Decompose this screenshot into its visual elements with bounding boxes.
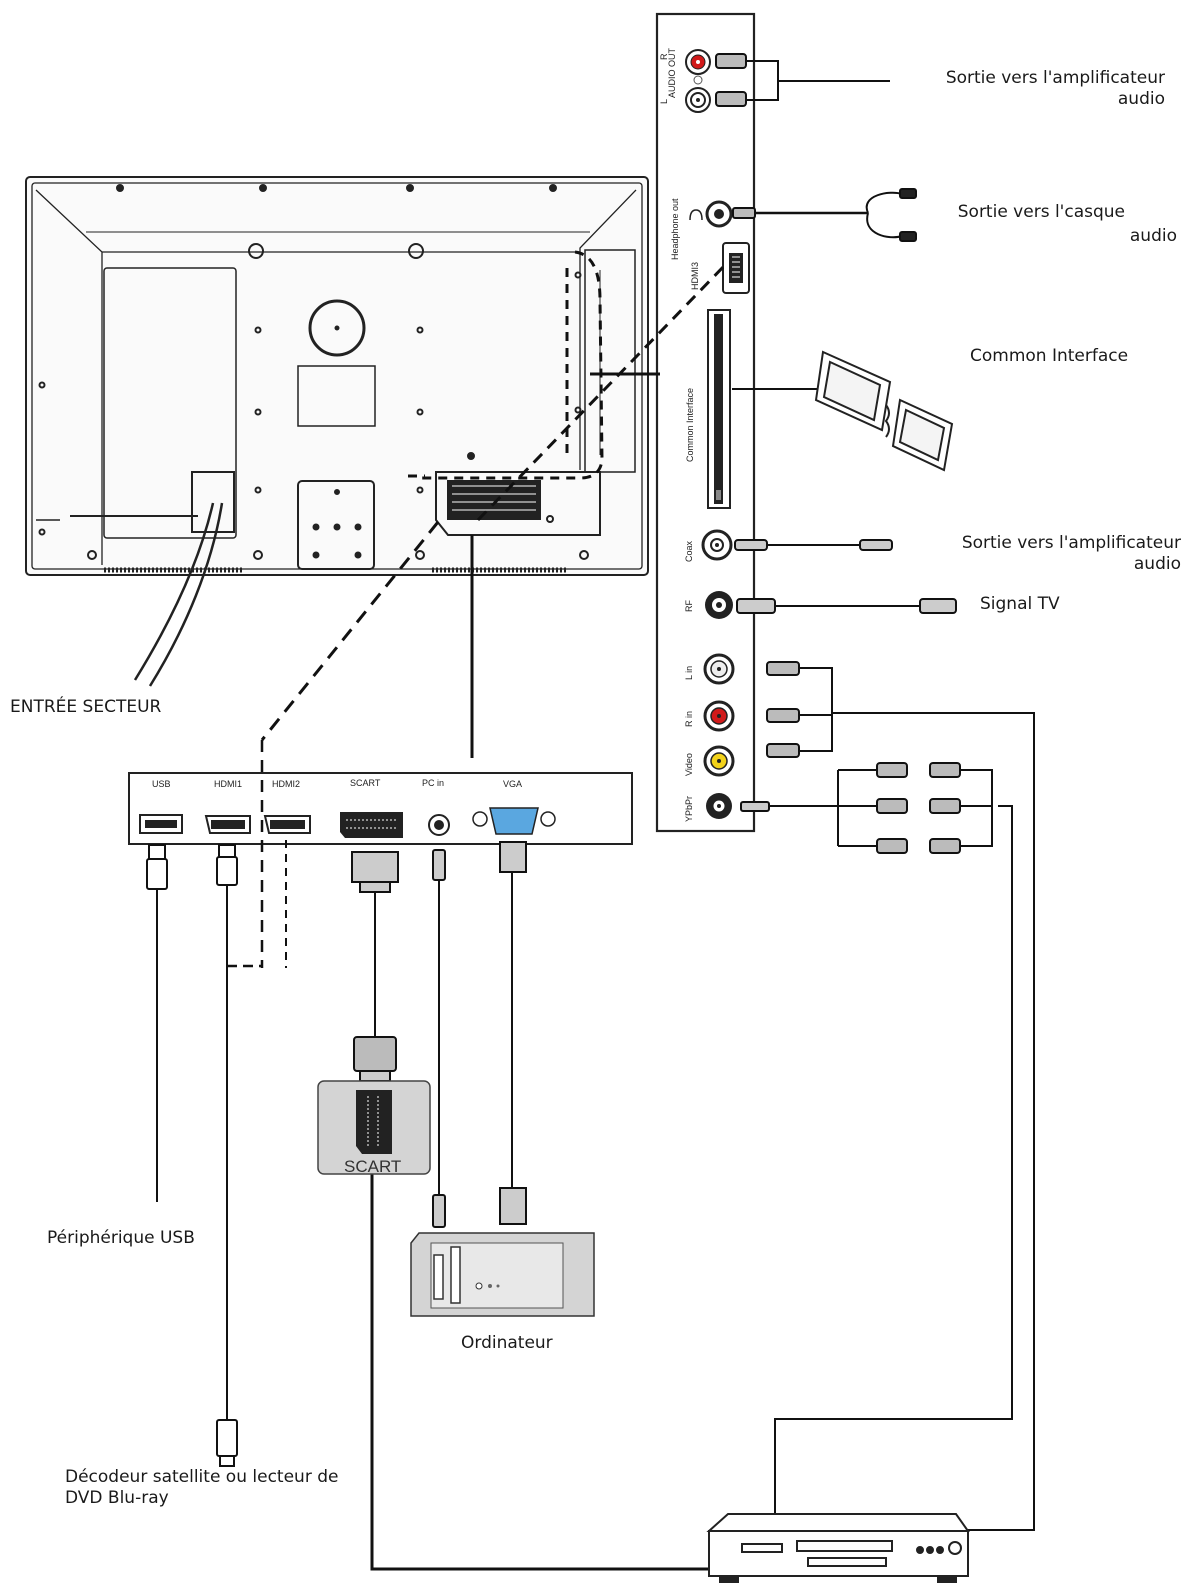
power-cable	[133, 502, 224, 687]
caption-amplifier-top-line1: Sortie vers l'amplificateur	[945, 68, 1165, 88]
tv-back-illustration	[25, 176, 649, 576]
caption-headphone-line2: audio	[1129, 226, 1177, 246]
vga-port	[472, 807, 556, 835]
pc-in-port	[428, 814, 450, 836]
caption-signal-tv: Signal TV	[980, 594, 1060, 614]
label-audio-l: L	[659, 99, 669, 104]
caption-coax-line2: audio	[1133, 554, 1181, 574]
label-l-in: L in	[684, 666, 694, 680]
caption-common-interface: Common Interface	[970, 346, 1129, 366]
common-interface-slot	[707, 309, 731, 509]
label-vga: VGA	[503, 779, 522, 789]
label-common-interface: Common Interface	[685, 388, 695, 462]
label-headphone-out: Headphone out	[670, 198, 680, 260]
dvd-player-illustration	[706, 1513, 970, 1583]
caption-decoder-line2: DVD Blu-ray	[65, 1488, 169, 1508]
label-hdmi1: HDMI1	[214, 779, 242, 789]
caption-computer: Ordinateur	[461, 1333, 553, 1353]
hdmi3-port	[722, 242, 750, 294]
computer-illustration	[410, 1232, 595, 1317]
r-in-port	[703, 700, 735, 732]
label-audio-r: R	[659, 53, 669, 60]
label-scart: SCART	[350, 778, 381, 788]
rf-port	[705, 591, 733, 619]
caption-mains-input: ENTRÉE SECTEUR	[10, 697, 162, 717]
bottom-cables	[146, 841, 709, 1571]
headphone-symbol-icon	[689, 209, 703, 221]
caption-headphone-line1: Sortie vers l'casque	[957, 202, 1125, 222]
scart-adapter-box: SCART	[317, 1080, 431, 1176]
ypbpr-port	[706, 793, 732, 819]
bottom-connector-panel: USB HDMI1 HDMI2 SCART PC in VGA	[128, 772, 633, 845]
caption-decoder: Décodeur satellite ou lecteur de DVD Blu…	[65, 1467, 338, 1509]
label-hdmi2: HDMI2	[272, 779, 300, 789]
label-audio-out: AUDIO OUT	[667, 47, 677, 98]
hdmi1-port	[204, 815, 251, 834]
label-hdmi3: HDMI3	[690, 262, 700, 290]
label-ypbpr: YPbPr	[684, 796, 694, 822]
side-cables	[715, 53, 1035, 1531]
caption-amplifier-top-line2: audio	[1117, 89, 1165, 109]
caption-decoder-line1: Décodeur satellite ou lecteur de	[65, 1467, 339, 1487]
hdmi2-port	[263, 815, 311, 834]
caption-coax: Sortie vers l'amplificateur audio	[962, 533, 1181, 575]
caption-coax-line1: Sortie vers l'amplificateur	[961, 533, 1181, 553]
label-usb: USB	[152, 779, 171, 789]
side-connector-panel: AUDIO OUT R L Headphone out HDMI3	[655, 12, 756, 833]
coax-port	[701, 529, 733, 561]
label-rf: RF	[684, 600, 694, 612]
caption-headphone: Sortie vers l'casque audio	[958, 202, 1177, 247]
label-pc-in: PC in	[422, 778, 444, 788]
usb-port	[139, 814, 183, 834]
scart-box-label: SCART	[344, 1157, 401, 1176]
label-r-in: R in	[684, 711, 694, 727]
headphone-port	[705, 200, 733, 228]
caption-amplifier-top: Sortie vers l'amplificateur audio	[946, 68, 1165, 110]
label-video: Video	[684, 753, 694, 776]
audio-out-r-port	[685, 49, 711, 75]
dashed-link-bottom-panel	[260, 521, 440, 741]
caption-usb-device: Périphérique USB	[47, 1228, 195, 1248]
scart-port	[340, 812, 403, 838]
video-port	[703, 745, 735, 777]
label-coax: Coax	[684, 540, 694, 562]
audio-out-l-port	[685, 87, 711, 113]
ci-card-illustration	[814, 350, 954, 472]
l-in-port	[703, 653, 735, 685]
